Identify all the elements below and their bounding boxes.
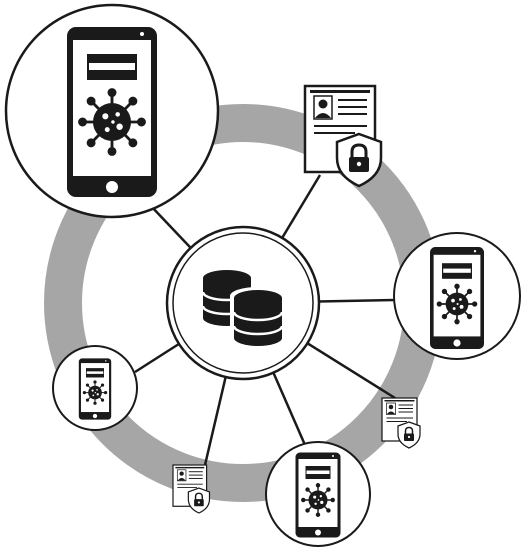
- smartphone-node-left: [52, 345, 138, 431]
- smartphone-virus-icon: [430, 247, 484, 349]
- smartphone-virus-icon: [79, 358, 111, 419]
- database-node: [165, 225, 321, 381]
- secure-id-document-icon: [381, 397, 421, 449]
- smartphone-node-bottom: [265, 441, 371, 547]
- secure-id-document-icon: [172, 464, 211, 514]
- secure-id-document-icon: [303, 84, 383, 188]
- smartphone-node-large: [4, 3, 220, 219]
- smartphone-virus-icon: [67, 27, 157, 197]
- smartphone-virus-icon: [296, 453, 341, 538]
- database-icon: [201, 268, 286, 349]
- smartphone-node-right: [393, 232, 521, 360]
